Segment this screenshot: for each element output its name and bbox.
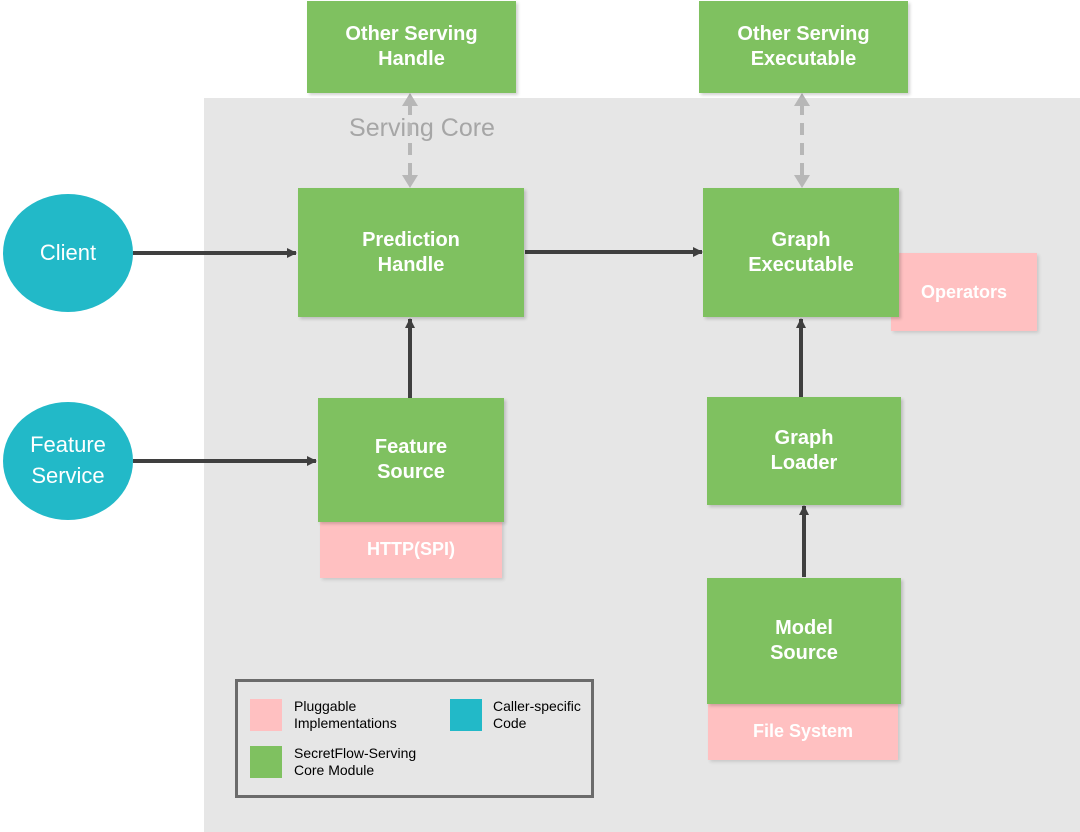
operators-label: Operators — [920, 281, 1008, 302]
legend-swatch-pluggable — [250, 699, 282, 731]
http-spi-label: HTTP(SPI) — [367, 538, 455, 559]
client-circle: Client — [3, 194, 133, 312]
feature-source-label: Feature Source — [374, 436, 448, 483]
model-source-box: Model Source — [707, 578, 901, 704]
dashed-arrowhead-up-handle — [402, 93, 418, 106]
other-serving-executable-label: Other Serving Executable — [737, 23, 870, 70]
other-serving-handle-label: Other Serving Handle — [345, 23, 478, 70]
serving-core-title: Serving Core — [0, 114, 1080, 143]
client-label: Client — [39, 239, 97, 265]
graph-executable-box: Graph Executable — [703, 188, 899, 317]
legend-swatch-core-module — [250, 746, 282, 778]
prediction-handle-label: Prediction Handle — [362, 228, 460, 276]
model-source-label: Model Source — [770, 617, 838, 664]
graph-loader-box: Graph Loader — [707, 397, 901, 505]
dashed-arrowhead-down-executable — [794, 175, 810, 188]
graph-loader-label: Graph Loader — [770, 427, 838, 474]
other-serving-handle-box: Other Serving Handle — [307, 1, 516, 93]
dashed-arrowhead-down-handle — [402, 175, 418, 188]
prediction-handle-box: Prediction Handle — [298, 188, 524, 317]
operators-box: Operators — [891, 253, 1037, 331]
feature-service-label: Feature Service — [30, 432, 106, 488]
dashed-arrowhead-up-executable — [794, 93, 810, 106]
file-system-box: File System — [708, 702, 898, 760]
other-serving-executable-box: Other Serving Executable — [699, 1, 908, 93]
serving-core-title-text: Serving Core — [349, 114, 495, 142]
legend-swatch-caller — [450, 699, 482, 731]
legend-label-core-module: SecretFlow-Serving Core Module — [294, 745, 417, 778]
legend-label-caller: Caller-specific Code — [493, 698, 581, 731]
legend-label-pluggable: Pluggable Implementations — [294, 698, 397, 731]
http-spi-box: HTTP(SPI) — [320, 520, 502, 578]
file-system-label: File System — [752, 720, 854, 741]
feature-source-box: Feature Source — [318, 398, 504, 522]
graph-executable-label: Graph Executable — [748, 228, 854, 276]
legend: Pluggable Implementations Caller-specifi… — [235, 679, 594, 798]
feature-service-circle: Feature Service — [3, 402, 133, 520]
